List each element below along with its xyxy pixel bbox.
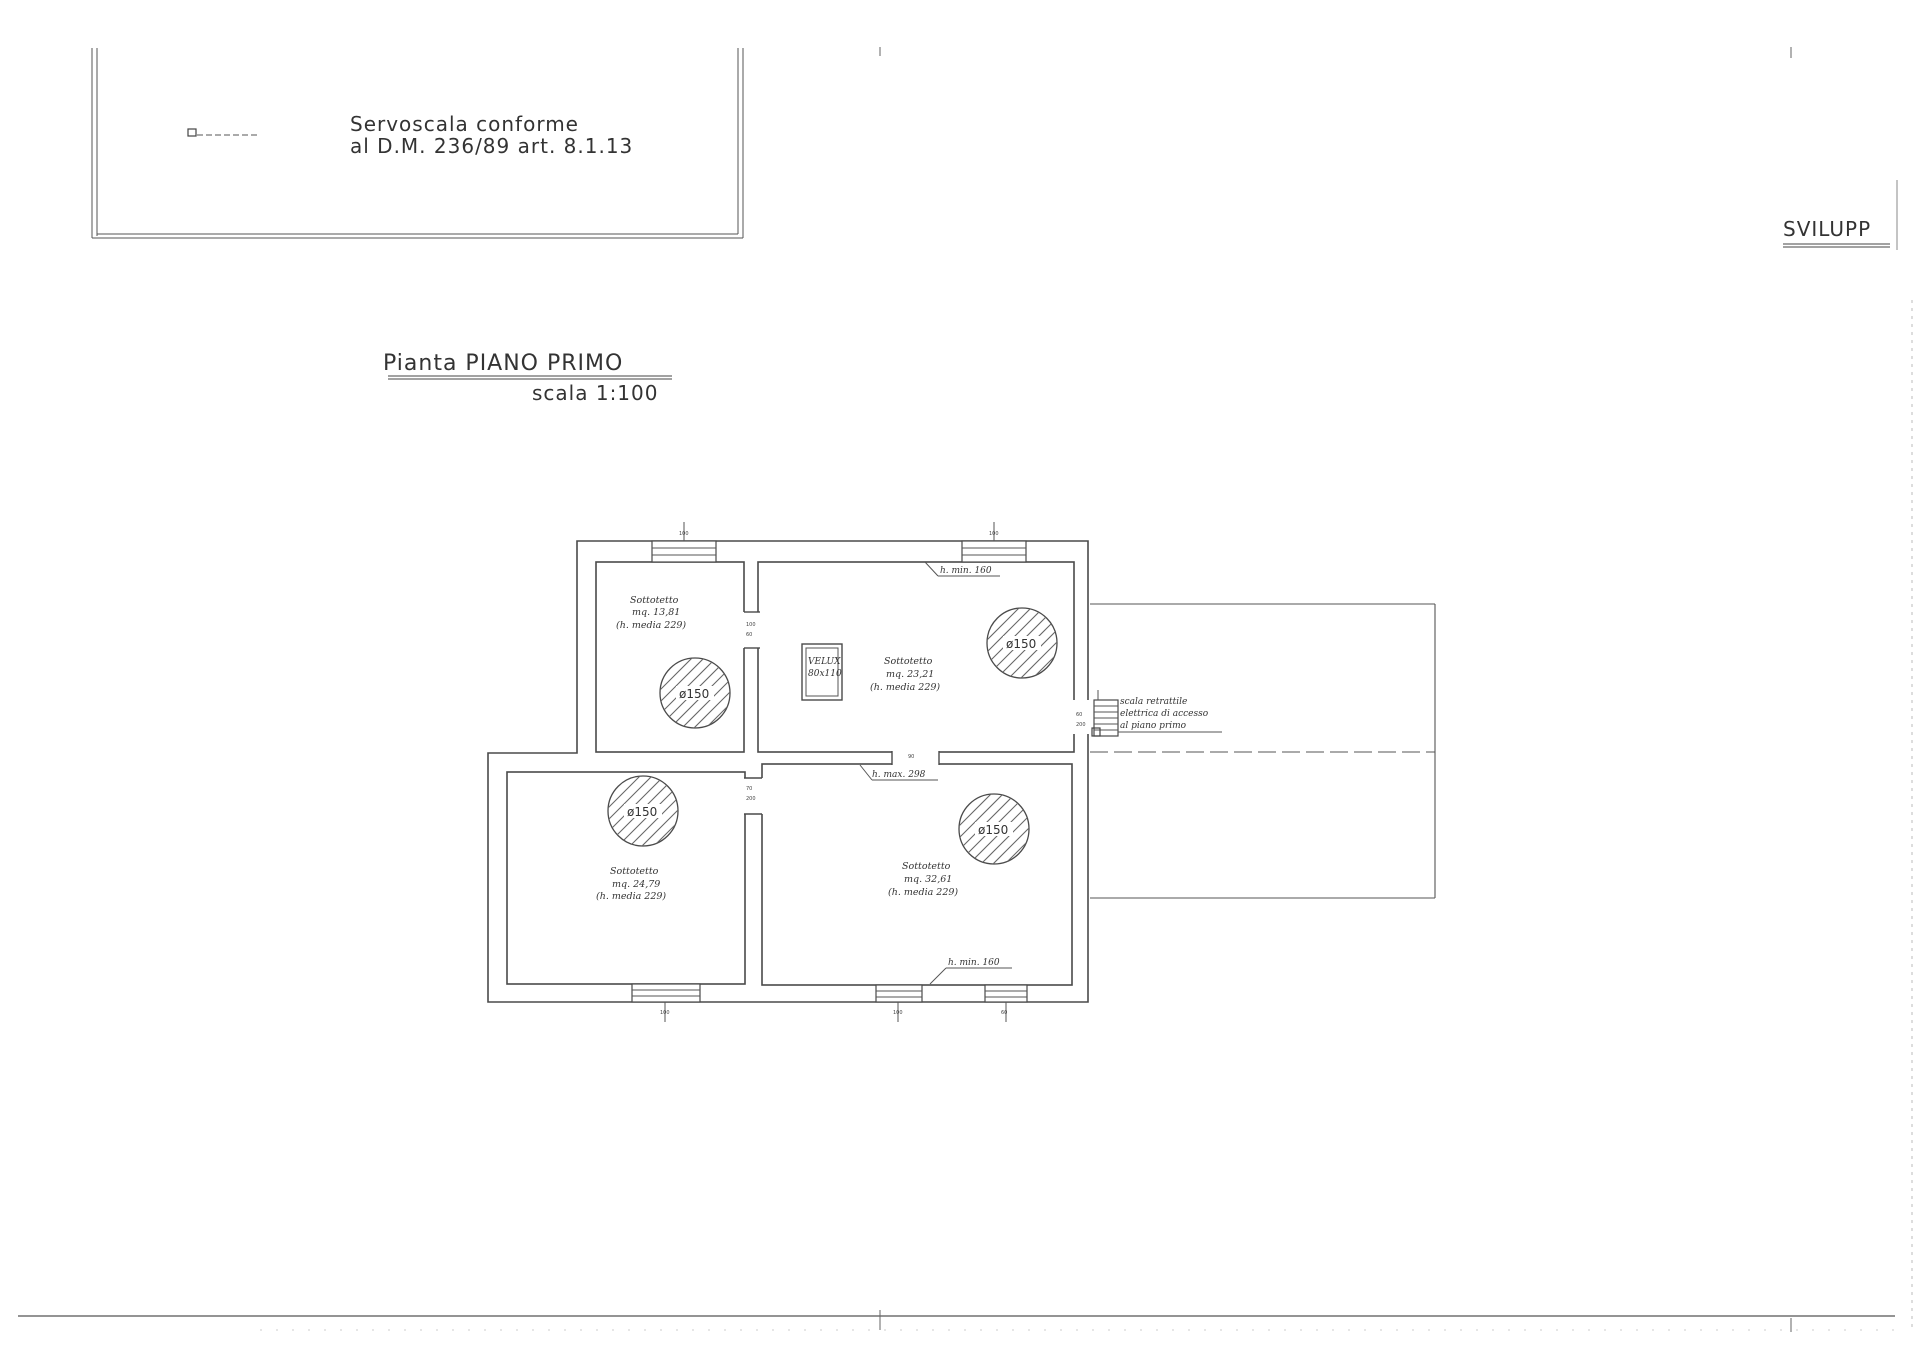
skylight-circle-a: ø150	[659, 657, 731, 729]
skylight-b-label: ø150	[1006, 637, 1036, 651]
svg-text:(h. media 229): (h. media 229)	[870, 682, 940, 693]
svg-text:60: 60	[1076, 712, 1082, 718]
window-top-left: 100	[651, 522, 717, 563]
svg-text:mq. 24,79: mq. 24,79	[612, 879, 660, 890]
svg-text:mq. 13,81: mq. 13,81	[632, 607, 680, 618]
window-bottom-right: 60	[984, 984, 1028, 1022]
plan-title-block: Pianta PIANO PRIMO scala 1:100	[383, 351, 672, 405]
retractable-stair: scala retrattile elettrica di accesso al…	[1091, 690, 1222, 737]
height-note-bottom: h. min. 160	[929, 958, 1012, 985]
velux-name: VELUX	[808, 657, 841, 667]
svg-text:100: 100	[746, 622, 756, 628]
svg-text:h. min. 160: h. min. 160	[948, 958, 1000, 968]
svg-text:100: 100	[660, 1010, 670, 1016]
sviluppo-label: SVILUPP	[1783, 217, 1871, 241]
height-note-middle: h. max. 298	[859, 764, 938, 781]
room-a-outline	[595, 561, 745, 753]
velux-window: VELUX 80x110	[801, 643, 843, 701]
svg-text:200: 200	[1076, 722, 1086, 728]
servoscala-line1: Servoscala conforme	[350, 112, 579, 136]
window-top-right: 100	[961, 522, 1027, 563]
skylight-d-label: ø150	[978, 823, 1008, 837]
svg-text:200: 200	[746, 796, 756, 802]
room-c-label: Sottotetto mq. 24,79 (h. media 229)	[596, 866, 666, 902]
floor-plan: 100 60 70 200 90 60 200 100 100 100	[487, 522, 1436, 1022]
svg-text:Sottotetto: Sottotetto	[630, 595, 679, 606]
svg-text:100: 100	[989, 531, 999, 537]
skylight-circle-b: ø150	[986, 607, 1058, 679]
skylight-a-label: ø150	[679, 687, 709, 701]
stair-motor-icon	[1091, 727, 1101, 737]
sviluppo-header: SVILUPP	[1783, 217, 1890, 248]
window-bottom-middle: 100	[875, 984, 923, 1022]
svg-text:60: 60	[746, 632, 752, 638]
svg-text:Sottotetto: Sottotetto	[884, 656, 933, 667]
svg-text:Sottotetto: Sottotetto	[902, 861, 951, 872]
svg-text:60: 60	[1001, 1010, 1007, 1016]
svg-text:100: 100	[679, 531, 689, 537]
plan-scale: scala 1:100	[532, 381, 658, 405]
plan-title: Pianta PIANO PRIMO	[383, 351, 623, 376]
window-bottom-left: 100	[631, 983, 701, 1022]
svg-text:90: 90	[908, 754, 914, 760]
svg-text:100: 100	[893, 1010, 903, 1016]
room-b-label: Sottotetto mq. 23,21 (h. media 229)	[870, 656, 940, 693]
bottom-border	[18, 1310, 1895, 1332]
height-note-top: h. min. 160	[924, 561, 1000, 577]
skylight-circle-d: ø150	[958, 793, 1030, 865]
legend-box: Servoscala conforme al D.M. 236/89 art. …	[91, 48, 744, 239]
velux-size: 80x110	[808, 669, 842, 679]
outer-wall	[487, 540, 1089, 1003]
servoscala-symbol-icon	[187, 128, 197, 137]
svg-text:mq. 23,21: mq. 23,21	[886, 669, 934, 680]
room-d-label: Sottotetto mq. 32,61 (h. media 229)	[888, 861, 958, 898]
svg-text:(h. media 229): (h. media 229)	[616, 620, 686, 631]
svg-text:mq. 32,61: mq. 32,61	[904, 874, 952, 885]
svg-text:Sottotetto: Sottotetto	[610, 866, 659, 877]
svg-text:h. max. 298: h. max. 298	[872, 770, 926, 780]
svg-text:scala retrattile: scala retrattile	[1120, 697, 1187, 707]
skylight-c-label: ø150	[627, 805, 657, 819]
svg-text:(h. media 229): (h. media 229)	[888, 887, 958, 898]
servoscala-line2: al D.M. 236/89 art. 8.1.13	[350, 134, 633, 158]
roof-annex	[1090, 603, 1436, 899]
room-a-label: Sottotetto mq. 13,81 (h. media 229)	[616, 595, 686, 631]
svg-text:(h. media 229): (h. media 229)	[596, 891, 666, 902]
svg-text:70: 70	[746, 786, 752, 792]
room-c-outline	[506, 771, 746, 985]
svg-text:elettrica di accesso: elettrica di accesso	[1120, 709, 1209, 719]
svg-text:h. min. 160: h. min. 160	[940, 566, 992, 576]
svg-text:al piano primo: al piano primo	[1120, 721, 1187, 731]
